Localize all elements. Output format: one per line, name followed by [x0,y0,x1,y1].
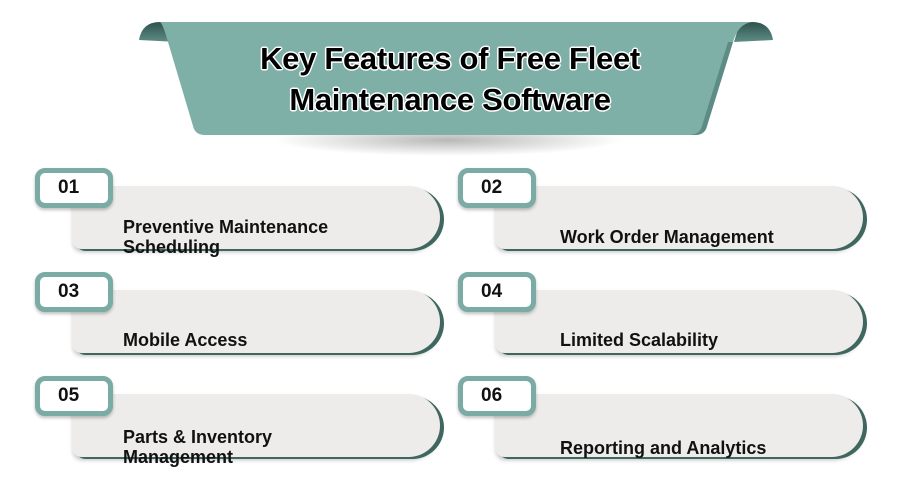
feature-label: Reporting and Analytics [560,438,766,458]
feature-card-06: Reporting and Analytics 06 [458,374,868,464]
feature-label-line-1: Work Order Management [560,227,774,247]
feature-pill: Reporting and Analytics [495,394,863,458]
feature-pill: Parts & Inventory Management [72,394,440,467]
feature-card-02: Work Order Management 02 [458,166,868,256]
page-title: Key Features of Free Fleet Maintenance S… [200,38,700,120]
feature-label: Work Order Management [560,227,774,247]
feature-label: Parts & Inventory Management [123,427,272,467]
feature-label: Mobile Access [123,330,247,350]
feature-number: 05 [58,385,80,406]
feature-label-line-1: Reporting and Analytics [560,438,767,458]
feature-label-line-1: Mobile Access [123,330,248,350]
feature-number-badge: 01 [35,168,113,208]
feature-label: Limited Scalability [560,330,718,350]
feature-label-line-1: Limited Scalability [560,330,719,350]
feature-number: 06 [481,385,503,406]
feature-pill: Preventive Maintenance Scheduling [72,186,440,257]
feature-label-line-2: Scheduling [123,237,221,257]
feature-label-line-1: Preventive Maintenance [123,217,329,237]
ribbon-banner-shape [139,22,773,156]
feature-number-badge: 03 [35,272,113,312]
feature-label: Preventive Maintenance Scheduling [123,217,328,257]
feature-pill: Mobile Access [72,290,440,353]
title-line-1: Key Features of Free Fleet [260,41,640,76]
feature-number: 03 [58,281,80,302]
feature-number-badge: 05 [35,376,113,416]
feature-card-01: Preventive Maintenance Scheduling 01 [35,166,445,257]
feature-pill: Limited Scalability [495,290,863,353]
feature-label-line-2: Management [123,447,234,467]
feature-card-05: Parts & Inventory Management 05 [35,374,445,467]
feature-number: 01 [58,177,80,198]
feature-card-04: Limited Scalability 04 [458,270,868,360]
feature-number-badge: 06 [458,376,536,416]
feature-number: 02 [481,177,503,198]
feature-number-badge: 02 [458,168,536,208]
feature-pill: Work Order Management [495,186,863,249]
feature-number-badge: 04 [458,272,536,312]
title-banner: Key Features of Free Fleet Maintenance S… [0,0,900,170]
title-line-2: Maintenance Software [289,82,611,117]
feature-number: 04 [481,281,503,302]
feature-label-line-1: Parts & Inventory [123,427,273,447]
feature-card-03: Mobile Access 03 [35,270,445,360]
